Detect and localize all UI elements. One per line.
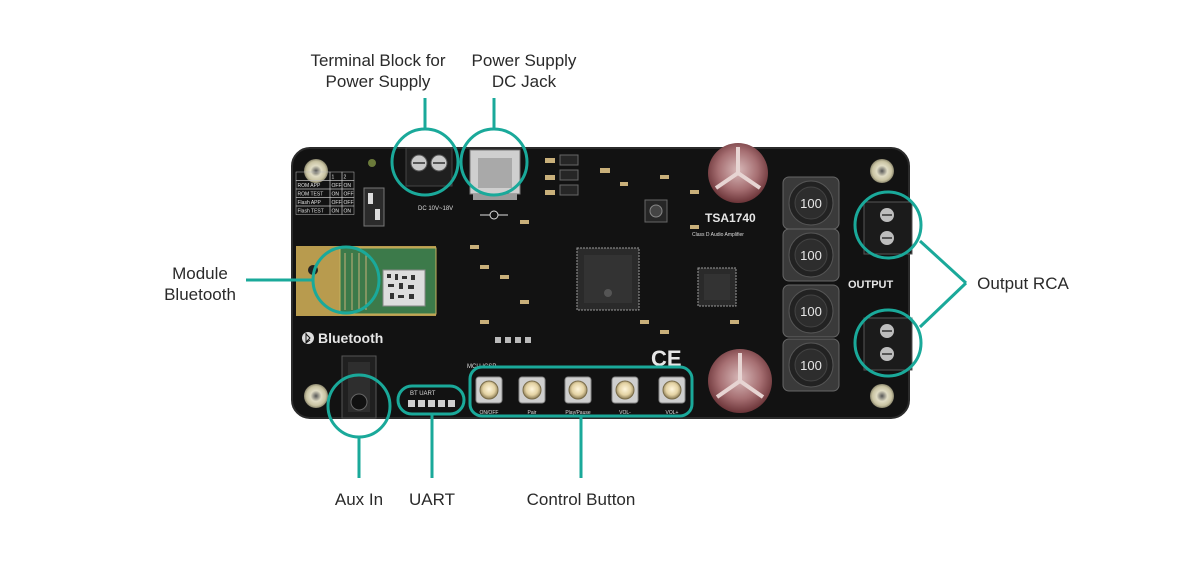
mode-table-text: OFF [332, 183, 342, 189]
bluetooth-module [296, 246, 437, 316]
callout-label-terminal-block: Terminal Block for Power Supply [310, 51, 446, 91]
amplifier-chip [697, 267, 737, 307]
smd-components [470, 158, 739, 334]
control-button-label: VOL+ [666, 410, 679, 416]
svg-text:BT UART: BT UART [410, 391, 436, 397]
dip-switch [363, 187, 385, 227]
mode-table-text: OFF [332, 200, 342, 206]
mode-table-text: Flash TEST [298, 208, 324, 214]
callout-label-dc-jack: Power Supply DC Jack [471, 51, 577, 91]
mode-table-text: ON [332, 191, 340, 197]
mode-table-cell [341, 205, 355, 215]
control-button-label: ON/OFF [480, 410, 499, 416]
callout-label-output-rca: Output RCA [977, 274, 1069, 293]
mode-table-text: ROM TEST [298, 191, 324, 197]
callout-circle-output-1 [853, 190, 923, 260]
dc-voltage-label: DC 10V~18V [418, 206, 453, 212]
callout-circle-output-2 [853, 308, 923, 378]
control-button: VOL- [611, 376, 639, 416]
mounting-hole [304, 384, 328, 408]
mode-table-text: OFF [344, 200, 354, 206]
control-button-label: Pair [528, 410, 537, 416]
mode-table-text: 1 [332, 174, 335, 180]
mounting-hole [304, 159, 328, 183]
power-led [368, 159, 376, 167]
inductor-group: 100 100 100 100 [782, 176, 840, 392]
callout-shapes [246, 98, 968, 478]
inductor: 100 [782, 228, 840, 282]
dc-polarity-symbol [480, 210, 508, 220]
control-button: VOL+ [658, 376, 686, 416]
mode-table-text: ON [344, 183, 352, 189]
terminal-block [405, 147, 453, 187]
control-button-group: ON/OFF Pair Play/Pause VOL- VOL+ [475, 376, 686, 416]
dc-jack [469, 149, 521, 200]
inductor-value: 100 [800, 248, 822, 263]
inductor: 100 [782, 176, 840, 230]
control-button: Play/Pause [564, 376, 592, 416]
mcu-chip [576, 247, 640, 311]
callout-label-aux-in: Aux In [334, 490, 384, 509]
inductor-value: 100 [800, 196, 822, 211]
output-terminal-1 [863, 201, 913, 255]
mode-table-text: OFF [344, 191, 354, 197]
control-button-label: Play/Pause [565, 410, 591, 416]
aux-jack [341, 355, 377, 419]
chip-subtitle: Class D Audio Amplifier [692, 232, 744, 238]
bluetooth-logo: Bluetooth [302, 330, 383, 346]
svg-text:Bluetooth: Bluetooth [318, 330, 383, 346]
mode-table-text: 2 [344, 174, 347, 180]
inductor: 100 [782, 284, 840, 338]
control-button: Pair [518, 376, 546, 416]
mode-table-text: ON [332, 208, 340, 214]
callout-label-module-bluetooth: Module Bluetooth [164, 264, 236, 304]
mode-table-text: ROM APP [298, 183, 321, 189]
uart-header: BT UART [408, 391, 455, 407]
mounting-hole [870, 384, 894, 408]
mode-table-text: Flash APP [298, 200, 322, 206]
callout-label-control-button: Control Button [526, 490, 636, 509]
inductor-value: 100 [800, 358, 822, 373]
inductor-value: 100 [800, 304, 822, 319]
inductor: 100 [782, 338, 840, 392]
output-label: OUTPUT [848, 279, 894, 291]
chip-name: TSA1740 [705, 211, 756, 225]
output-terminal-2 [863, 317, 913, 371]
control-button: ON/OFF [475, 376, 503, 416]
capacitor [708, 143, 768, 203]
mode-table-text: ON [344, 208, 352, 214]
mounting-hole [870, 159, 894, 183]
control-button-label: VOL- [619, 410, 631, 416]
callout-label-uart: UART [409, 490, 455, 509]
capacitor [708, 349, 772, 413]
